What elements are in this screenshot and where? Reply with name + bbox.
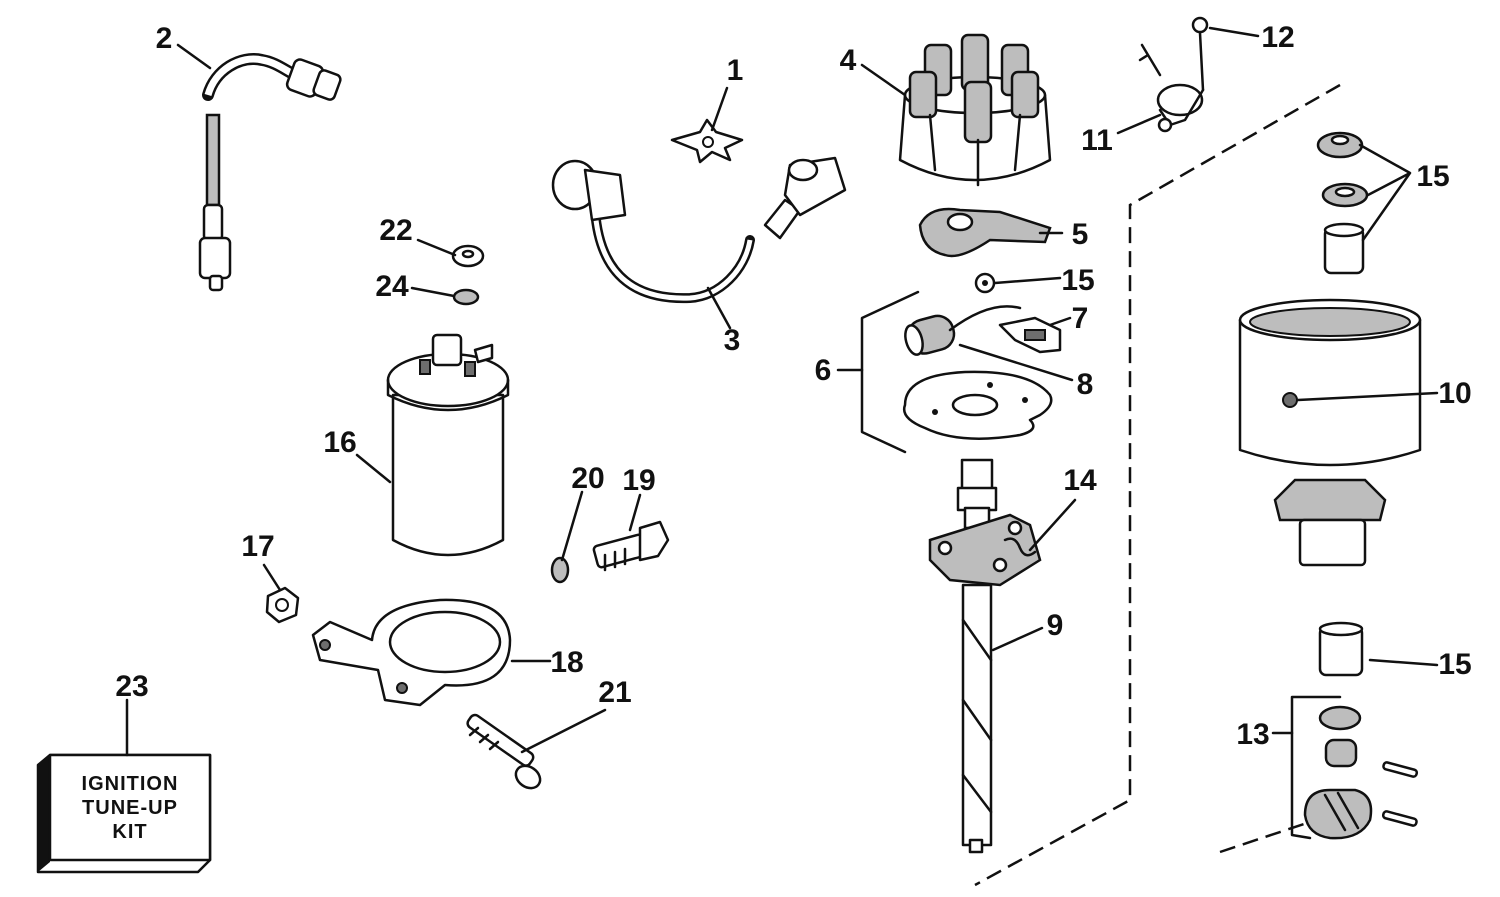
kit-label-line1: IGNITION	[82, 773, 179, 795]
part-21-screw	[466, 713, 542, 790]
callout-22: 22	[379, 214, 412, 247]
callout-11: 11	[1081, 124, 1113, 157]
callout-21: 21	[598, 676, 631, 709]
callout-3: 3	[724, 324, 741, 357]
part-14-advance-weights	[928, 513, 1042, 587]
callout-23: 23	[115, 670, 148, 703]
callout-15-top: 15	[1416, 160, 1449, 193]
callout-labels: 1 2 3 4 5 6 7 8 9 10 11 12 13 14 15 15 1…	[115, 21, 1471, 751]
callout-16: 16	[323, 426, 356, 459]
part-16-ignition-coil	[386, 333, 510, 557]
callout-15-bottom: 15	[1438, 648, 1471, 681]
part-3-spark-plug-lead	[551, 156, 847, 304]
callout-15-middle: 15	[1061, 264, 1094, 297]
housing-phantom-line	[974, 83, 1341, 887]
part-22-nut	[451, 244, 485, 268]
part-5-rotor	[918, 207, 1052, 258]
callout-20: 20	[571, 462, 604, 495]
part-15-retainer-small	[974, 272, 996, 294]
callout-6: 6	[815, 354, 832, 387]
part-10-distributor-housing	[1238, 298, 1422, 567]
part-11-12-ground-wire	[1138, 16, 1209, 133]
callout-2: 2	[156, 22, 173, 55]
part-23-tune-up-kit: IGNITION TUNE-UP KIT	[36, 753, 212, 874]
kit-label-line3: KIT	[112, 821, 147, 843]
callout-8: 8	[1077, 368, 1094, 401]
part-1-retainer-clip	[670, 118, 744, 164]
part-18-coil-bracket	[311, 598, 512, 707]
callout-4: 4	[840, 44, 857, 77]
callout-5: 5	[1072, 218, 1089, 251]
callout-24: 24	[375, 270, 409, 303]
callout-17: 17	[241, 530, 274, 563]
part-13-gear-kit	[1290, 695, 1419, 840]
part-7-breaker-points	[998, 316, 1062, 354]
callout-9: 9	[1047, 609, 1064, 642]
callout-18: 18	[550, 646, 583, 679]
callout-13: 13	[1236, 718, 1269, 751]
part-8-condenser	[904, 305, 1022, 356]
callout-14: 14	[1063, 464, 1097, 497]
part-20-lockwasher	[550, 556, 570, 584]
part-2-coil-lead	[198, 53, 342, 292]
callout-10: 10	[1438, 377, 1471, 410]
part-17-nut	[265, 586, 300, 624]
leader-lines	[125, 26, 1439, 757]
part-24-lockwasher	[452, 288, 480, 306]
part-4-distributor-cap	[898, 33, 1052, 187]
kit-label-line2: TUNE-UP	[82, 797, 178, 819]
part-9-distributor-shaft	[956, 458, 998, 854]
part-15-lower-bushing	[1318, 621, 1364, 677]
callout-7: 7	[1072, 302, 1089, 335]
part-19-bolt	[592, 520, 670, 572]
callout-12: 12	[1261, 21, 1294, 54]
callout-19: 19	[622, 464, 655, 497]
part-6-breaker-plate-assembly	[860, 290, 1053, 454]
callout-1: 1	[727, 54, 744, 87]
part-15-washers-bushing	[1316, 131, 1369, 275]
